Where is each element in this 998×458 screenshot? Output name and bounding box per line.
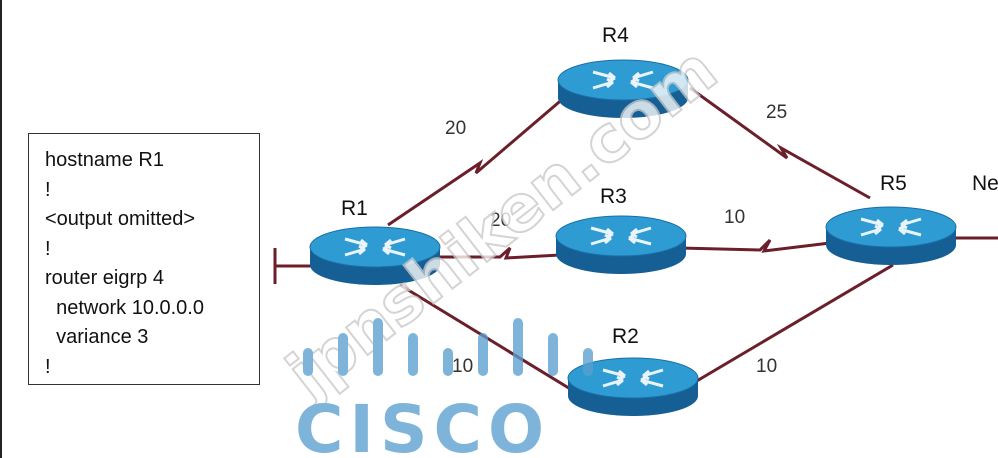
router-label-r1: R1	[341, 197, 368, 220]
config-box: hostname R1 ! <output omitted> ! router …	[28, 133, 260, 385]
router-r1	[309, 226, 441, 285]
metric-labels: 20 25 20 10 10 10	[445, 102, 787, 377]
router-arrows-icon	[592, 70, 654, 90]
config-line: !	[45, 355, 51, 378]
link-r4-r5	[689, 86, 871, 200]
config-line: hostname R1	[45, 149, 164, 171]
metric-r1-r2: 10	[452, 356, 473, 377]
router-r3-top	[555, 215, 687, 257]
router-arrows-icon	[602, 368, 664, 388]
config-line: !	[45, 178, 51, 201]
link-r2-r5	[694, 263, 894, 384]
router-labels: R4 R1 R3 R5 R2 Ne	[341, 24, 998, 348]
router-arrows-icon	[860, 217, 922, 237]
left-border	[0, 0, 2, 458]
cisco-logo-text: CISCO	[295, 391, 550, 458]
metric-r3-r5: 10	[724, 207, 745, 228]
router-label-r3: R3	[600, 185, 627, 208]
router-r3	[555, 215, 687, 274]
link-r3-r5	[679, 238, 831, 253]
config-line: router eigrp 4	[45, 267, 164, 289]
router-label-r5: R5	[880, 172, 907, 195]
router-r5-top	[825, 206, 957, 248]
link-r1-r4	[387, 95, 566, 227]
router-r2	[567, 357, 699, 416]
router-r2-top	[567, 357, 699, 399]
metric-r1-r4: 20	[445, 118, 466, 139]
config-line: !	[45, 237, 51, 260]
config-line: network 10.0.0.0	[45, 296, 204, 319]
router-arrows-icon	[344, 237, 406, 257]
metric-r1-r3: 20	[490, 210, 511, 231]
router-r5	[825, 206, 957, 265]
router-label-r2: R2	[612, 325, 639, 348]
metric-r2-r5: 10	[756, 356, 777, 377]
link-r1-r3	[432, 246, 561, 260]
links	[273, 86, 998, 392]
router-r4-top	[557, 59, 689, 101]
metric-r4-r5: 25	[766, 102, 787, 123]
router-r4	[557, 59, 689, 118]
router-r1-top	[309, 226, 441, 268]
router-label-r4: R4	[602, 24, 629, 47]
config-line: <output omitted>	[45, 208, 196, 230]
cisco-bars-icon	[303, 318, 593, 376]
network-label: Ne	[972, 172, 998, 195]
config-line: variance 3	[45, 326, 149, 348]
router-arrows-icon	[590, 226, 652, 246]
